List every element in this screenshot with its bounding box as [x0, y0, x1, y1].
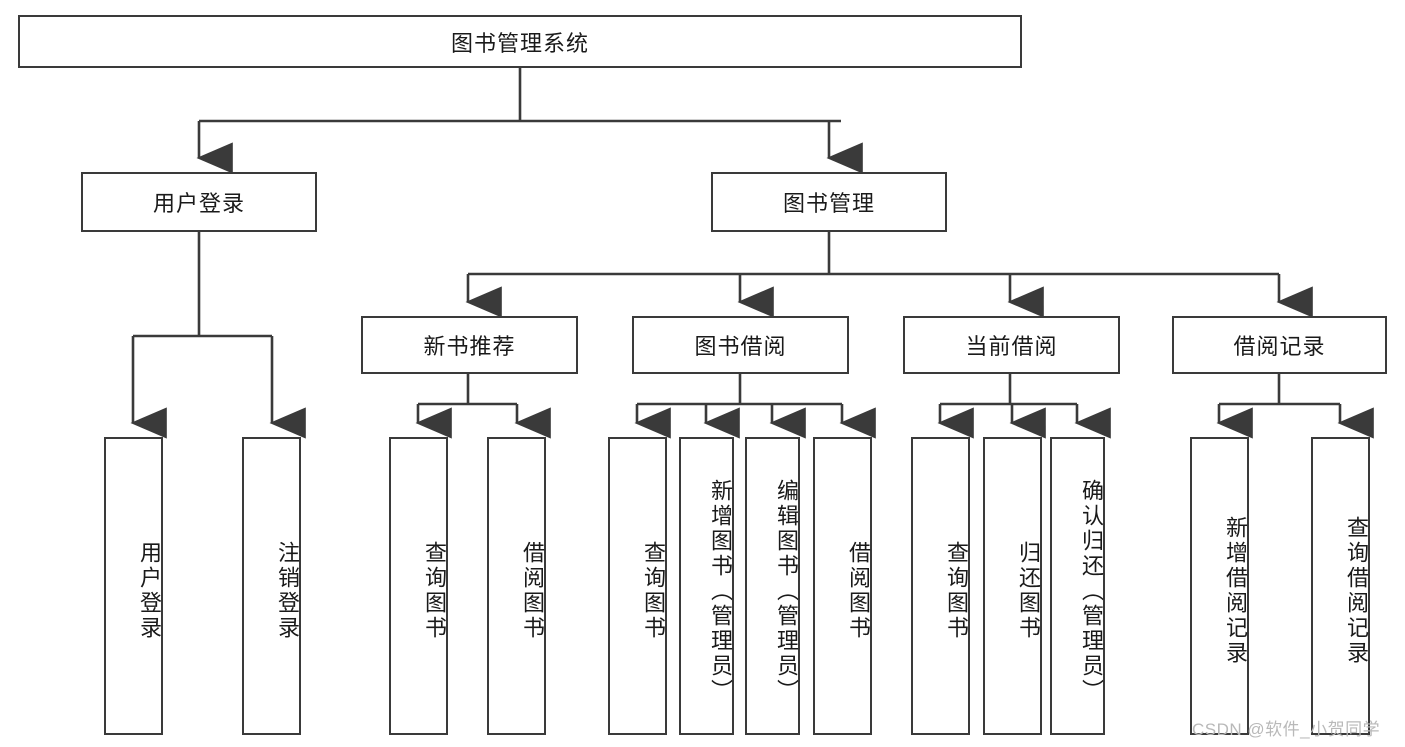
node-leaf-query-book-current[interactable]: 查询图书 [911, 437, 970, 735]
leaf-label: 编辑图书（管理员） [774, 478, 799, 704]
node-leaf-edit-book-admin[interactable]: 编辑图书（管理员） [745, 437, 800, 735]
leaf-label: 查询图书 [641, 541, 666, 641]
node-book-management[interactable]: 图书管理 [711, 172, 947, 232]
leaf-label: 新增借阅记录 [1223, 516, 1248, 666]
node-book-borrow[interactable]: 图书借阅 [632, 316, 849, 374]
leaf-label: 归还图书 [1016, 541, 1041, 641]
leaf-label: 注销登录 [275, 541, 300, 641]
node-leaf-confirm-return-admin[interactable]: 确认归还（管理员） [1050, 437, 1105, 735]
node-leaf-borrow-book[interactable]: 借阅图书 [813, 437, 872, 735]
leaf-label: 用户登录 [137, 541, 162, 641]
node-leaf-logout[interactable]: 注销登录 [242, 437, 301, 735]
node-borrow-record[interactable]: 借阅记录 [1172, 316, 1387, 374]
node-new-book-recommend[interactable]: 新书推荐 [361, 316, 578, 374]
node-leaf-add-borrow-record[interactable]: 新增借阅记录 [1190, 437, 1249, 735]
leaf-label: 新增图书（管理员） [708, 478, 733, 704]
node-root-system[interactable]: 图书管理系统 [18, 15, 1022, 68]
node-leaf-user-login[interactable]: 用户登录 [104, 437, 163, 735]
csdn-watermark: CSDN @软件_小贺同学 [1192, 720, 1381, 739]
node-leaf-add-book-admin[interactable]: 新增图书（管理员） [679, 437, 734, 735]
leaf-label: 查询借阅记录 [1344, 516, 1369, 666]
node-current-borrow[interactable]: 当前借阅 [903, 316, 1120, 374]
node-leaf-query-borrow-record[interactable]: 查询借阅记录 [1311, 437, 1370, 735]
leaf-label: 借阅图书 [520, 541, 545, 641]
leaf-label: 借阅图书 [846, 541, 871, 641]
node-user-login[interactable]: 用户登录 [81, 172, 317, 232]
node-leaf-borrow-book-recommend[interactable]: 借阅图书 [487, 437, 546, 735]
node-leaf-query-book-borrow[interactable]: 查询图书 [608, 437, 667, 735]
node-leaf-return-book[interactable]: 归还图书 [983, 437, 1042, 735]
node-leaf-query-book-recommend[interactable]: 查询图书 [389, 437, 448, 735]
leaf-label: 查询图书 [944, 541, 969, 641]
leaf-label: 查询图书 [422, 541, 447, 641]
leaf-label: 确认归还（管理员） [1079, 478, 1104, 704]
